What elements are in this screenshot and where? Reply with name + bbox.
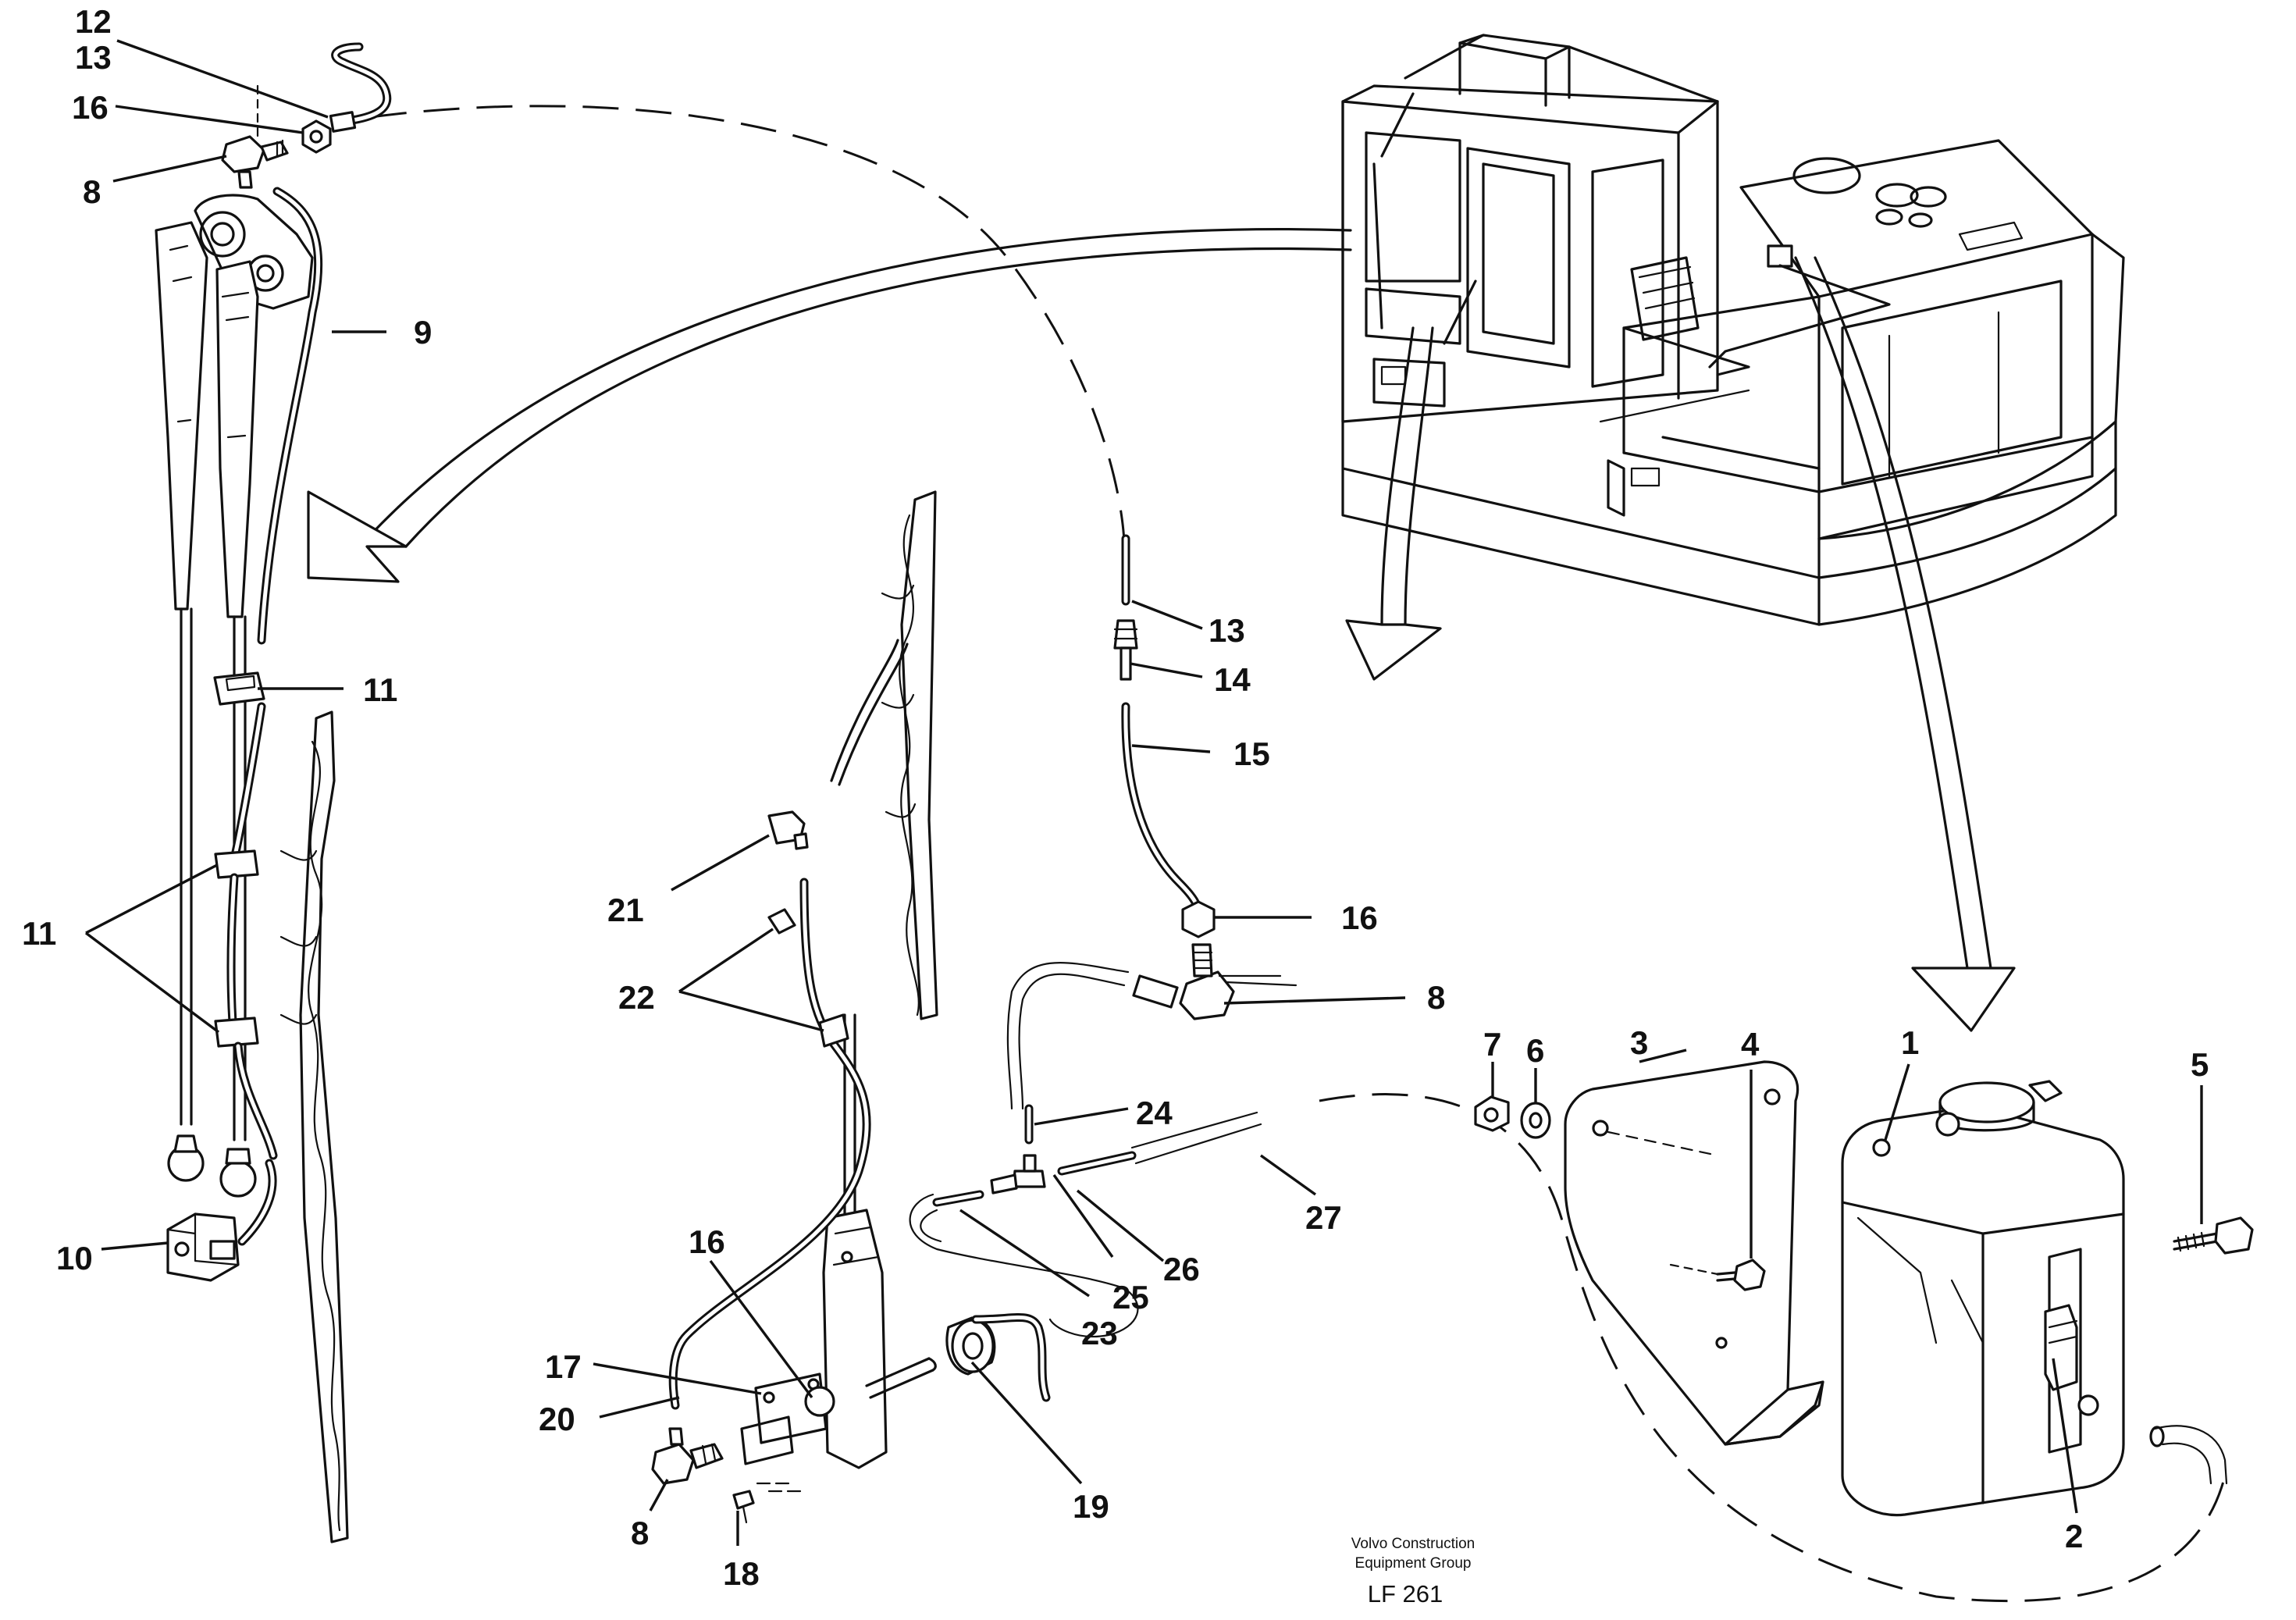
callout-16: 16 [72, 89, 109, 126]
callout-13: 13 [75, 39, 112, 76]
callout-1: 1 [1901, 1024, 1919, 1061]
callout-22: 22 [618, 979, 655, 1016]
callout-7: 7 [1483, 1026, 1501, 1063]
callout-13: 13 [1209, 612, 1245, 649]
callout-2: 2 [2065, 1518, 2083, 1554]
callout-8: 8 [631, 1515, 649, 1551]
callout-23: 23 [1081, 1315, 1118, 1351]
callout-18: 18 [723, 1555, 760, 1592]
callout-8: 8 [1427, 979, 1445, 1016]
leader-lines [84, 39, 2203, 1546]
callout-12: 12 [75, 3, 112, 40]
publisher-credit: Volvo Construction Equipment Group LF 26… [1351, 1536, 1475, 1608]
callout-16: 16 [1341, 899, 1378, 936]
callout-16: 16 [689, 1223, 725, 1260]
center-wiper-assembly [651, 490, 1051, 1524]
callout-27: 27 [1305, 1199, 1342, 1236]
callout-24: 24 [1136, 1095, 1173, 1131]
callout-11: 11 [22, 915, 56, 952]
callout-3: 3 [1630, 1024, 1648, 1061]
center-hose-line [909, 534, 1298, 1338]
callout-19: 19 [1073, 1488, 1109, 1525]
washer-reservoir-assembly [1474, 1060, 2254, 1517]
callout-20: 20 [539, 1401, 575, 1437]
routing-arrows [307, 105, 2227, 1603]
credit-line-2: Equipment Group [1355, 1555, 1472, 1572]
callout-15: 15 [1233, 735, 1270, 772]
callout-8: 8 [83, 173, 101, 210]
callout-labels: 12 13 16 8 9 11 11 10 13 14 15 16 8 21 2… [22, 3, 2209, 1592]
callout-26: 26 [1163, 1251, 1200, 1287]
callout-10: 10 [56, 1240, 93, 1276]
callout-17: 17 [545, 1348, 582, 1385]
callout-21: 21 [607, 892, 644, 928]
callout-4: 4 [1741, 1026, 1760, 1063]
callout-11: 11 [363, 671, 397, 708]
callout-25: 25 [1112, 1279, 1149, 1316]
callout-9: 9 [414, 314, 432, 351]
credit-line-1: Volvo Construction [1351, 1536, 1475, 1552]
callout-6: 6 [1526, 1032, 1544, 1069]
excavator-cab-illustration [1341, 34, 2125, 626]
callout-5: 5 [2191, 1046, 2209, 1083]
left-wiper-assembly [155, 42, 392, 1543]
figure-code: LF 261 [1368, 1580, 1443, 1608]
callout-14: 14 [1214, 661, 1251, 698]
